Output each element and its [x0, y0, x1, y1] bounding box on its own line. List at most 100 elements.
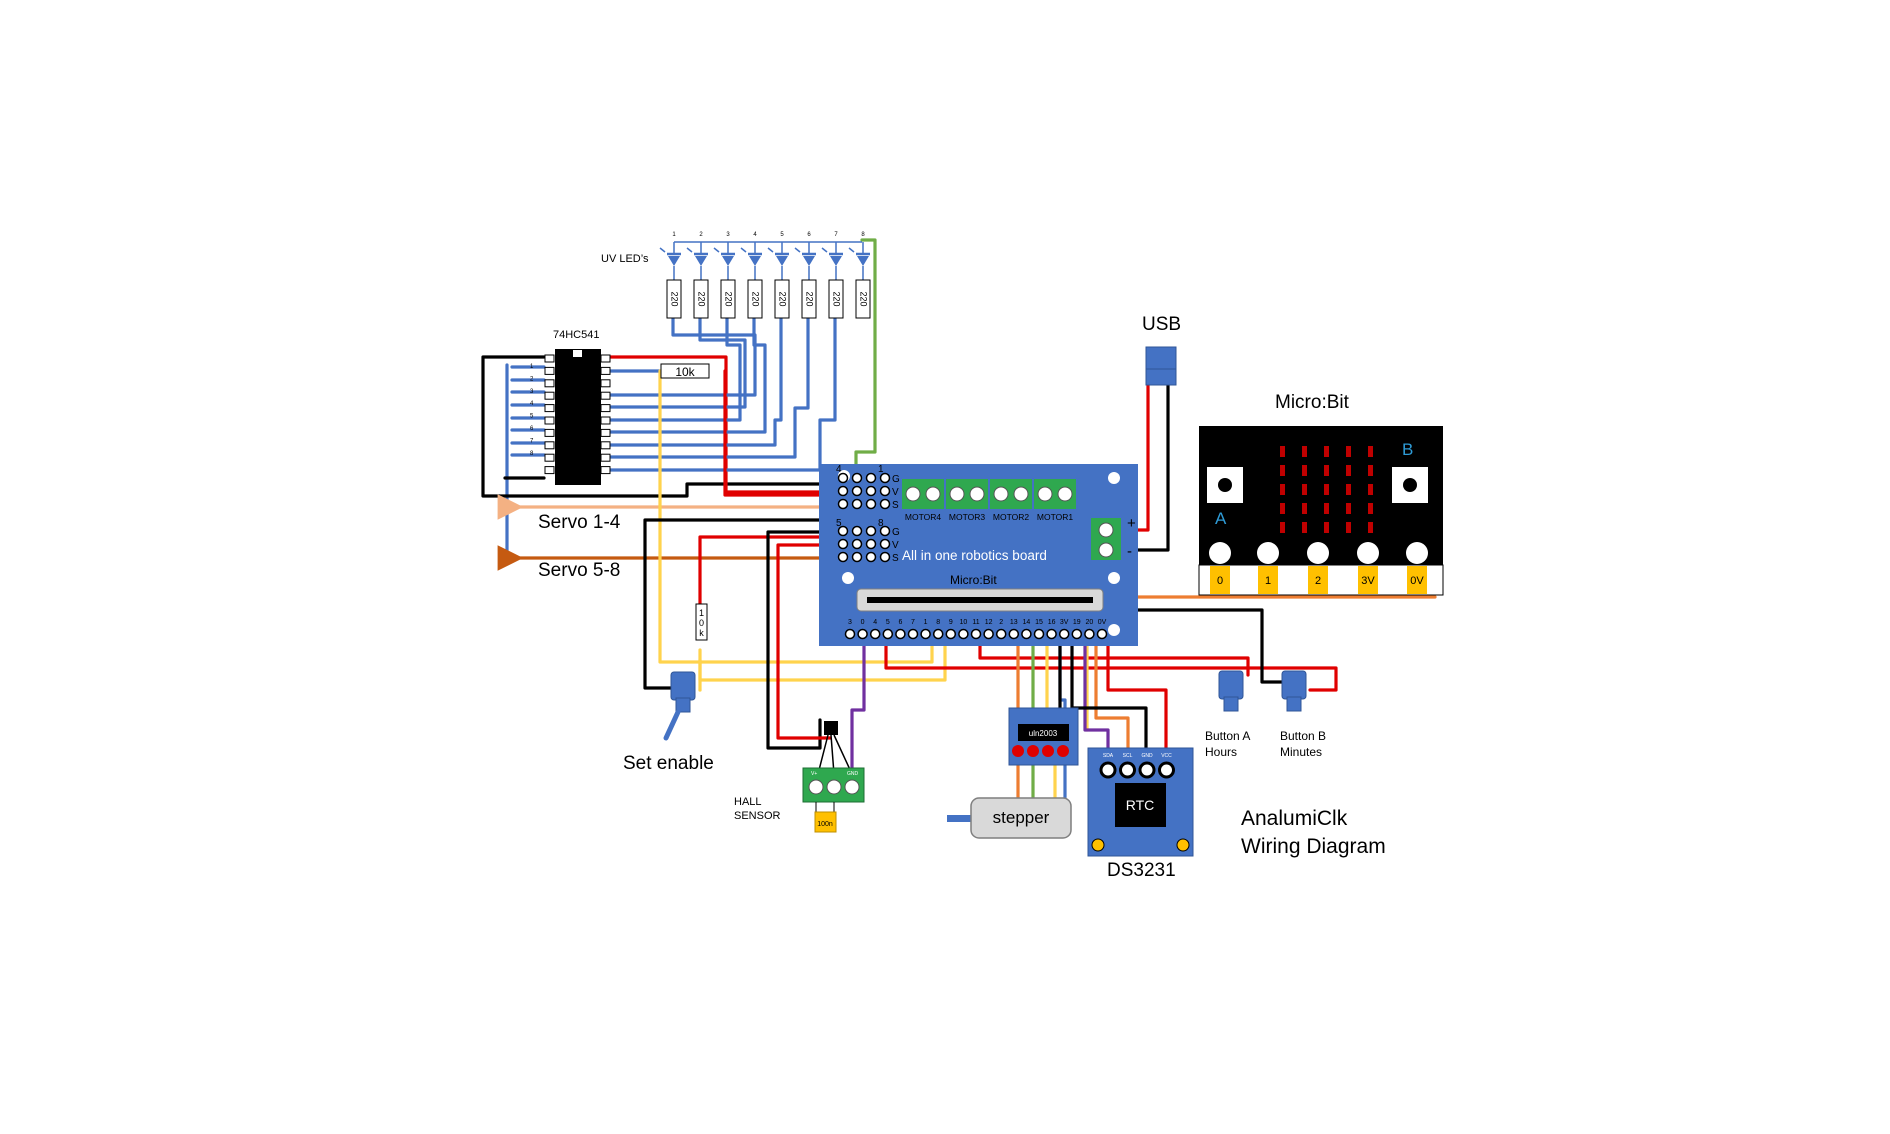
chip-pin-right: [600, 441, 611, 450]
led6-wire: [598, 316, 810, 459]
led-icon: [695, 256, 707, 266]
matrix-led: [1368, 503, 1373, 514]
servo-pin: [879, 472, 891, 484]
edge-pin: [1058, 628, 1070, 640]
button-b-switch[interactable]: [1281, 670, 1307, 712]
edge-pin: [857, 628, 868, 640]
matrix-led: [1280, 484, 1285, 495]
servo-pin: [865, 525, 877, 537]
led-resistor-label: 220: [670, 291, 680, 306]
servo-1-4-label: Servo 1-4: [538, 512, 621, 533]
chip-body: [555, 349, 601, 485]
usb-label: USB: [1142, 314, 1181, 335]
diagram-title-line2: Wiring Diagram: [1241, 835, 1386, 858]
microbit-pad-hole: [1307, 542, 1329, 564]
edge-pin: [932, 628, 944, 640]
blue-bus-wire-2: [510, 365, 546, 457]
hall-pin-3: [844, 779, 860, 795]
matrix-led: [1368, 446, 1373, 457]
pullup-resistor-body: [660, 363, 710, 379]
edge-pin: [907, 628, 919, 640]
microbit-pad: [1258, 566, 1278, 594]
led-icon: [830, 256, 842, 266]
edge-pin-label: 9: [949, 619, 953, 626]
chip-pin-right: [600, 416, 611, 425]
edge-pin-label: 10: [960, 619, 968, 626]
led-resistor: [855, 279, 871, 319]
led-number: 5: [780, 232, 784, 238]
rtc-module-label: DS3231: [1107, 860, 1176, 881]
led-number: 3: [726, 232, 730, 238]
chip-pin-number: 6: [530, 426, 534, 432]
matrix-led: [1368, 484, 1373, 495]
microbit-slot-groove: [867, 597, 1093, 603]
diagram-title-line1: AnalumiClk: [1241, 807, 1348, 830]
microbit-button-b-label: B: [1402, 440, 1413, 459]
led-emission: [821, 247, 828, 253]
button-b-body: [1281, 670, 1307, 700]
servo-pin: [879, 525, 891, 537]
black-enable-wire: [643, 518, 842, 690]
microbit-pad-hole: [1357, 542, 1379, 564]
led-icon: [722, 256, 734, 266]
set-enable-switch[interactable]: [663, 671, 696, 741]
led-icon: [749, 256, 761, 266]
rtc-mount-hole: [1176, 838, 1190, 852]
stepper-motor: stepper: [947, 797, 1072, 839]
rtc-red-wire: [1106, 638, 1168, 772]
hall-purple-wire: [850, 638, 866, 772]
servo-header-bottom-8: 8: [878, 518, 884, 529]
microbit-pad-hole: [1257, 542, 1279, 564]
edge-pin-label: 8: [936, 619, 940, 626]
yellow-wire-1: [658, 369, 934, 664]
edge-pin-label: 19: [1073, 619, 1081, 626]
board-slot-label: Micro:Bit: [950, 573, 997, 587]
led3-wire: [598, 316, 742, 422]
matrix-led: [1346, 522, 1351, 533]
matrix-led: [1324, 503, 1329, 514]
servo-pin: [837, 525, 849, 537]
power-plus-label: +: [1127, 515, 1136, 532]
rtc-chip: [1115, 783, 1166, 827]
microbit-pad-label: 2: [1315, 575, 1321, 587]
edge-pin: [882, 628, 894, 640]
edge-pin: [1084, 628, 1095, 640]
uln-chip: [1018, 724, 1069, 741]
edge-pin-label: 15: [1035, 619, 1043, 626]
servo-header-top-1: 1: [878, 464, 884, 475]
led-resistor: [774, 279, 790, 319]
matrix-led: [1368, 522, 1373, 533]
button-a-switch[interactable]: [1218, 670, 1244, 712]
edge-pin: [895, 628, 906, 640]
chip-label: 74HC541: [553, 329, 599, 341]
servo-pin: [865, 538, 877, 550]
motor-screw: [905, 486, 921, 502]
edge-pin: [1021, 628, 1032, 640]
servo-5-8-label: Servo 5-8: [538, 560, 620, 581]
edge-pin: [1046, 628, 1057, 640]
microbit-button-a-label: A: [1215, 509, 1227, 528]
gvs-label: G: [892, 527, 900, 538]
hall-pin-gnd: GND: [847, 771, 859, 777]
capacitor-label: 100n: [817, 821, 833, 828]
motor-label: MOTOR1: [1037, 512, 1073, 522]
chip-pin-right: [600, 366, 611, 375]
chip-pin-right: [600, 453, 611, 462]
motor-label: MOTOR2: [993, 512, 1029, 522]
chip-pin-left: [544, 404, 555, 413]
usb-body: [1145, 346, 1177, 372]
chip-pin-number: 3: [530, 389, 534, 395]
led-emission: [794, 247, 801, 253]
servo-pin: [837, 538, 849, 550]
microbit-pad-label: 1: [1265, 575, 1271, 587]
led-resistor-label: 220: [778, 291, 788, 306]
chip-pin-right: [600, 466, 611, 475]
pullup-red-wire: [723, 369, 842, 497]
gvs-label: S: [892, 500, 899, 511]
edge-pin: [995, 628, 1007, 640]
microbit-pad-label: 0: [1217, 575, 1223, 587]
chip-pin-number: 7: [530, 438, 534, 444]
edge-pin: [958, 628, 969, 640]
